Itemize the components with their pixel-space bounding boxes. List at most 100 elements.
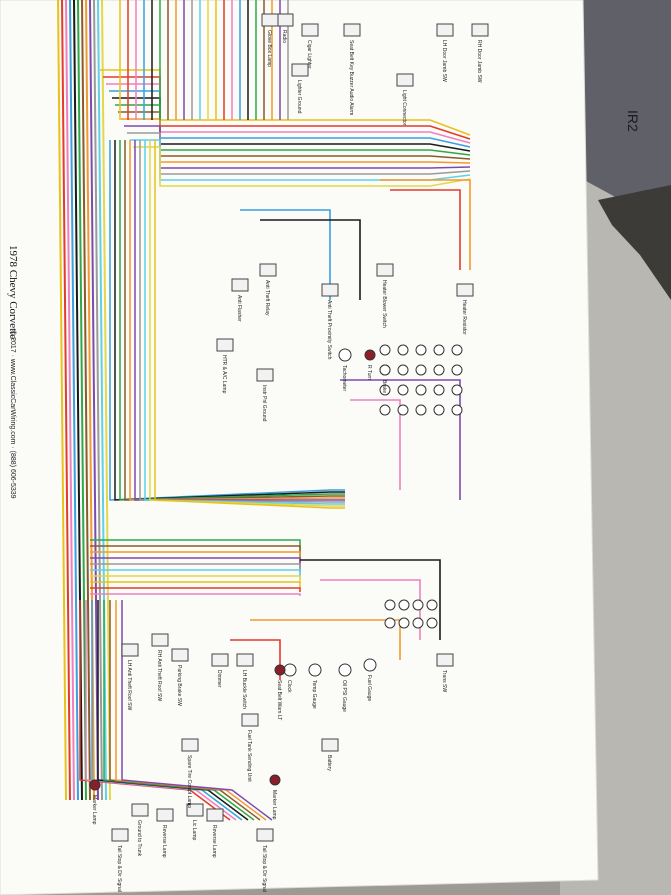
harness-wires bbox=[57, 0, 471, 821]
cluster-bulb bbox=[379, 364, 391, 376]
oil-gauge-symbol bbox=[338, 663, 352, 677]
temp-gauge-symbol bbox=[308, 663, 322, 677]
battery-label: Battery bbox=[326, 755, 332, 771]
mid-harness-wire bbox=[114, 140, 345, 501]
ground-trunk-symbol bbox=[131, 803, 149, 817]
rh-door-jamb-symbol bbox=[471, 23, 489, 37]
gauge-bulb bbox=[384, 617, 396, 629]
cluster-bulb bbox=[433, 344, 445, 356]
clock-label: Clock bbox=[286, 680, 292, 693]
lh-door-jamb-label: LH Door Jamb SW bbox=[441, 40, 447, 82]
cluster-bulb bbox=[415, 404, 427, 416]
lighter-gnd-label: Lighter Ground bbox=[296, 80, 302, 114]
spare-tire-symbol bbox=[181, 738, 199, 752]
tail-stop-r-symbol bbox=[256, 828, 274, 842]
lower-harness-wire bbox=[90, 593, 301, 596]
trunk-wire bbox=[89, 0, 99, 801]
tape-piece bbox=[575, 0, 671, 215]
cluster-bulb bbox=[379, 404, 391, 416]
lic-lamp-label: Lic Lamp bbox=[191, 820, 197, 841]
trunk-wire bbox=[81, 0, 91, 801]
r-turn-symbol bbox=[364, 349, 376, 361]
heater-switch-symbol bbox=[376, 263, 394, 277]
mid-harness-wire bbox=[139, 140, 345, 503]
cluster-bulb bbox=[415, 364, 427, 376]
parking-brake-label: Parking Brake SW bbox=[176, 665, 182, 706]
gauge-bulb bbox=[398, 617, 410, 629]
rh-door-jamb-label: RH Door Jamb SW bbox=[476, 40, 482, 83]
lh-antitheft-roof-symbol bbox=[121, 643, 139, 657]
lower-harness-wire bbox=[90, 587, 301, 592]
fuel-tank-label: Fuel Tank Sending Unit bbox=[246, 730, 252, 782]
cluster-bulb bbox=[415, 384, 427, 396]
diagram-title: 1978 Chevy Corvette bbox=[7, 245, 19, 339]
trunk-wire bbox=[93, 0, 103, 801]
cluster-bulb bbox=[379, 384, 391, 396]
antitheft-prox-label: Anti Theft Proximity Switch bbox=[326, 300, 332, 360]
gauge-bulb bbox=[412, 599, 424, 611]
gauge-bulb bbox=[426, 599, 438, 611]
dome-lamp-label: Glove Box Lamp bbox=[266, 30, 272, 67]
tape-label: IR2 bbox=[625, 110, 641, 132]
htr-ac-lamp-symbol bbox=[216, 338, 234, 352]
antitheft-relay-label: Anti Theft Relay bbox=[264, 280, 270, 316]
branch-wire bbox=[260, 219, 361, 300]
gauge-bulb bbox=[426, 617, 438, 629]
brake-label: Brake bbox=[381, 380, 387, 393]
components bbox=[89, 13, 489, 842]
htr-ac-lamp-label: HTR & A/C Lamp bbox=[221, 355, 227, 394]
mid-harness-wire bbox=[154, 140, 345, 509]
tachometer-label: Tachometer bbox=[341, 365, 347, 391]
tail-stop-l-label: Tail Stop & Dir Signal bbox=[116, 845, 122, 892]
r-turn-label: R Turn bbox=[366, 365, 372, 380]
radio-symbol bbox=[276, 13, 294, 27]
heater-resistor-label: Heater Resistor bbox=[461, 300, 467, 335]
upper-harness-wire bbox=[133, 146, 471, 187]
mid-harness-wire bbox=[129, 140, 345, 501]
cluster-bulb bbox=[433, 384, 445, 396]
oil-gauge-label: Oil PSI Gauge bbox=[341, 680, 347, 712]
cluster-bulb bbox=[451, 344, 463, 356]
cluster-bulb bbox=[451, 384, 463, 396]
cluster-bulb bbox=[379, 344, 391, 356]
reverse-r-label: Reverse Lamp bbox=[211, 825, 217, 858]
fuel-tank-symbol bbox=[241, 713, 259, 727]
mid-harness-wire bbox=[109, 140, 345, 501]
battery-symbol bbox=[321, 738, 339, 752]
trunk-wire bbox=[61, 0, 71, 801]
tail-stop-l-symbol bbox=[111, 828, 129, 842]
antitheft-prox-symbol bbox=[321, 283, 339, 297]
seatbelt-warn-symbol bbox=[274, 664, 286, 676]
reverse-l-label: Reverse Lamp bbox=[161, 825, 167, 858]
rear-harness-wire bbox=[121, 600, 273, 821]
cluster-bulb bbox=[451, 404, 463, 416]
parking-brake-symbol bbox=[171, 648, 189, 662]
trunk-wire bbox=[57, 0, 67, 801]
dome-lamp-symbol bbox=[261, 13, 279, 27]
gauge-bulb bbox=[398, 599, 410, 611]
mid-harness-wire bbox=[144, 140, 345, 505]
clock-symbol bbox=[283, 663, 297, 677]
branch-wire bbox=[350, 399, 401, 490]
rh-antitheft-roof-label: RH Anti Theft Roof SW bbox=[156, 650, 162, 701]
heater-resistor-symbol bbox=[456, 283, 474, 297]
dimmer-symbol bbox=[211, 653, 229, 667]
seatbelt-alarm-symbol bbox=[343, 23, 361, 37]
mid-harness-wire bbox=[149, 140, 345, 507]
trans-sw-symbol bbox=[436, 653, 454, 667]
seatbelt-warn-label: Seat Belt Warn LT bbox=[276, 680, 282, 720]
marker-lamp-l-symbol bbox=[89, 779, 101, 791]
lh-door-jamb-symbol bbox=[436, 23, 454, 37]
lh-buckle-symbol bbox=[236, 653, 254, 667]
cluster-bulb bbox=[433, 364, 445, 376]
fuel-gauge-label: Fuel Gauge bbox=[366, 675, 372, 701]
branch-wire bbox=[380, 179, 471, 270]
cluster-bulb bbox=[397, 384, 409, 396]
cluster-bulb bbox=[433, 404, 445, 416]
trunk-wire bbox=[77, 0, 87, 801]
marker-lamp-r-symbol bbox=[269, 774, 281, 786]
gauge-bulb bbox=[412, 617, 424, 629]
lighter-symbol bbox=[301, 23, 319, 37]
